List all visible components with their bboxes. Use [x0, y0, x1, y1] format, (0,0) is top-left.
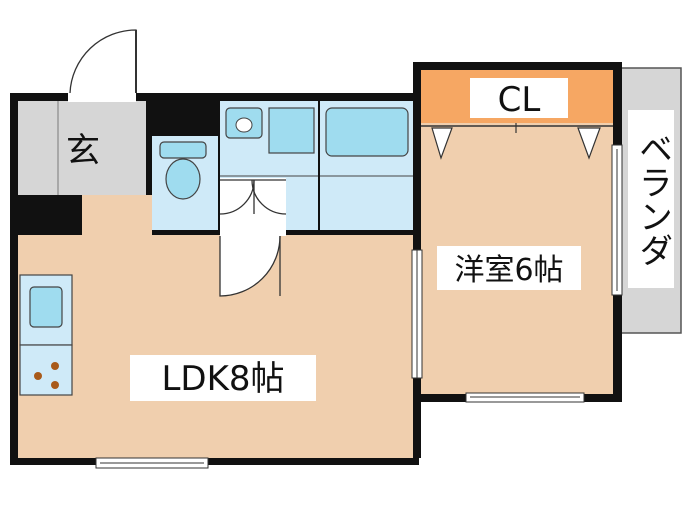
burner-3: [51, 381, 59, 389]
ldk-door-swing: [219, 235, 281, 297]
washing-machine-space: [268, 107, 315, 154]
wall-pillar: [18, 195, 80, 231]
bathtub: [325, 107, 409, 157]
closet-door-left: [431, 127, 453, 160]
burner-1: [34, 372, 42, 380]
balcony-label-bg: [628, 110, 674, 288]
ldk-floor-upper: [82, 195, 152, 235]
ldk-door-opening: [220, 230, 286, 236]
western-room-label-bg: [437, 246, 581, 290]
entrance-door-swing: [69, 29, 137, 94]
stove-counter: [19, 344, 73, 396]
toilet-tank: [159, 141, 207, 159]
closet-label: CL: [498, 80, 541, 120]
entrance-door-opening: [68, 92, 136, 102]
ldk-label: LDK8帖: [161, 359, 284, 399]
balcony-label: ベランダ: [633, 131, 673, 267]
ldk-label-bg: [130, 355, 316, 401]
western-room-label: 洋室6帖: [454, 253, 563, 288]
burner-2: [51, 362, 59, 370]
closet-label-bg: [470, 78, 568, 118]
genkan-area: [18, 101, 146, 195]
toilet-bowl: [165, 158, 201, 200]
closet-door-right: [577, 127, 601, 160]
wash-basin-bowl: [235, 117, 253, 133]
ldk-floor: [18, 235, 413, 458]
genkan-label: 玄: [66, 131, 100, 171]
kitchen-sink: [29, 286, 63, 328]
